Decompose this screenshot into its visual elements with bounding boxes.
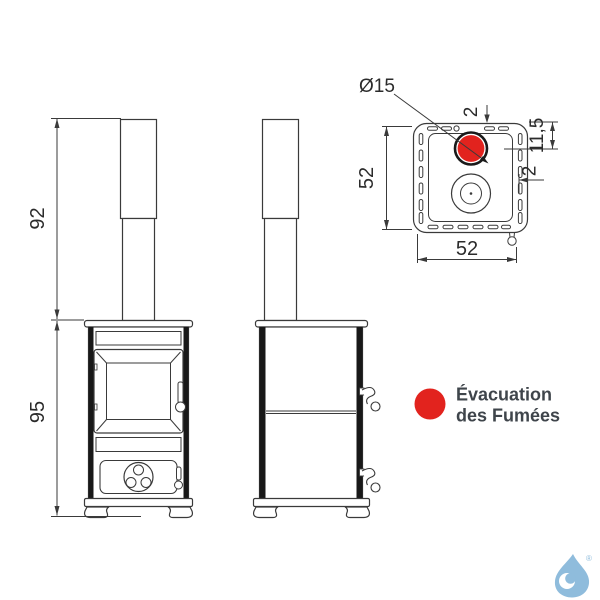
front-right-foot [167,506,194,519]
drawer-latch-knob [174,480,183,490]
dim-top-depth: 52 [356,167,378,189]
dim-flue-diameter: Ø15 [359,76,395,97]
air-control-knob [123,461,154,493]
dim-top-width: 52 [456,238,478,260]
top-view [412,122,529,246]
side-chimney-upper [261,118,300,220]
side-drawer-handle [359,467,381,493]
dim-side-gap: 2 [520,166,541,177]
front-chimney-upper [119,118,158,220]
side-top-plate [254,319,369,328]
front-upper-band [95,331,182,346]
legend-label-line1: Évacuation [456,384,552,405]
door-handle [177,381,184,404]
vent-slots [418,125,523,230]
side-rear-foot [252,506,279,519]
legend-red-dot-icon [414,388,446,420]
drawer-latch [176,466,182,481]
front-view [83,118,194,519]
legend: Évacuation des Fumées [414,384,560,426]
side-plinth [252,497,371,508]
front-right-strip [183,327,189,499]
registered-mark: ® [586,554,592,563]
front-plinth [83,497,194,508]
cook-plate-center [469,192,473,195]
door-hinge-top [94,363,98,371]
cook-plate-outer [450,173,492,214]
front-middle-band [95,437,182,452]
side-front-strip [356,327,363,499]
side-chimney-lower [263,217,298,322]
dim-flue-edge-gap: 2 [461,107,482,118]
dimension-lines [51,93,558,517]
door-window [106,362,171,420]
water-drop-logo-icon: ® [554,554,592,598]
front-left-foot [83,506,110,519]
dim-chimney-height: 92 [27,207,49,229]
door-handle-knob [175,401,186,413]
side-door-handle [359,386,381,412]
front-chimney-lower [121,217,156,322]
dim-stove-height: 95 [27,401,49,423]
side-rear-strip [259,327,266,499]
door-hinge-bottom [94,403,98,411]
screw-hole [453,125,460,132]
legend-label-line2: des Fumées [456,406,560,426]
side-front-foot [344,506,371,519]
cook-plate-inner [460,182,482,205]
bottom-pin [507,232,517,246]
side-view [252,118,381,519]
front-top-plate [83,319,194,328]
front-left-strip [88,327,94,499]
dim-flue-center-offset: 11,5 [527,118,548,154]
